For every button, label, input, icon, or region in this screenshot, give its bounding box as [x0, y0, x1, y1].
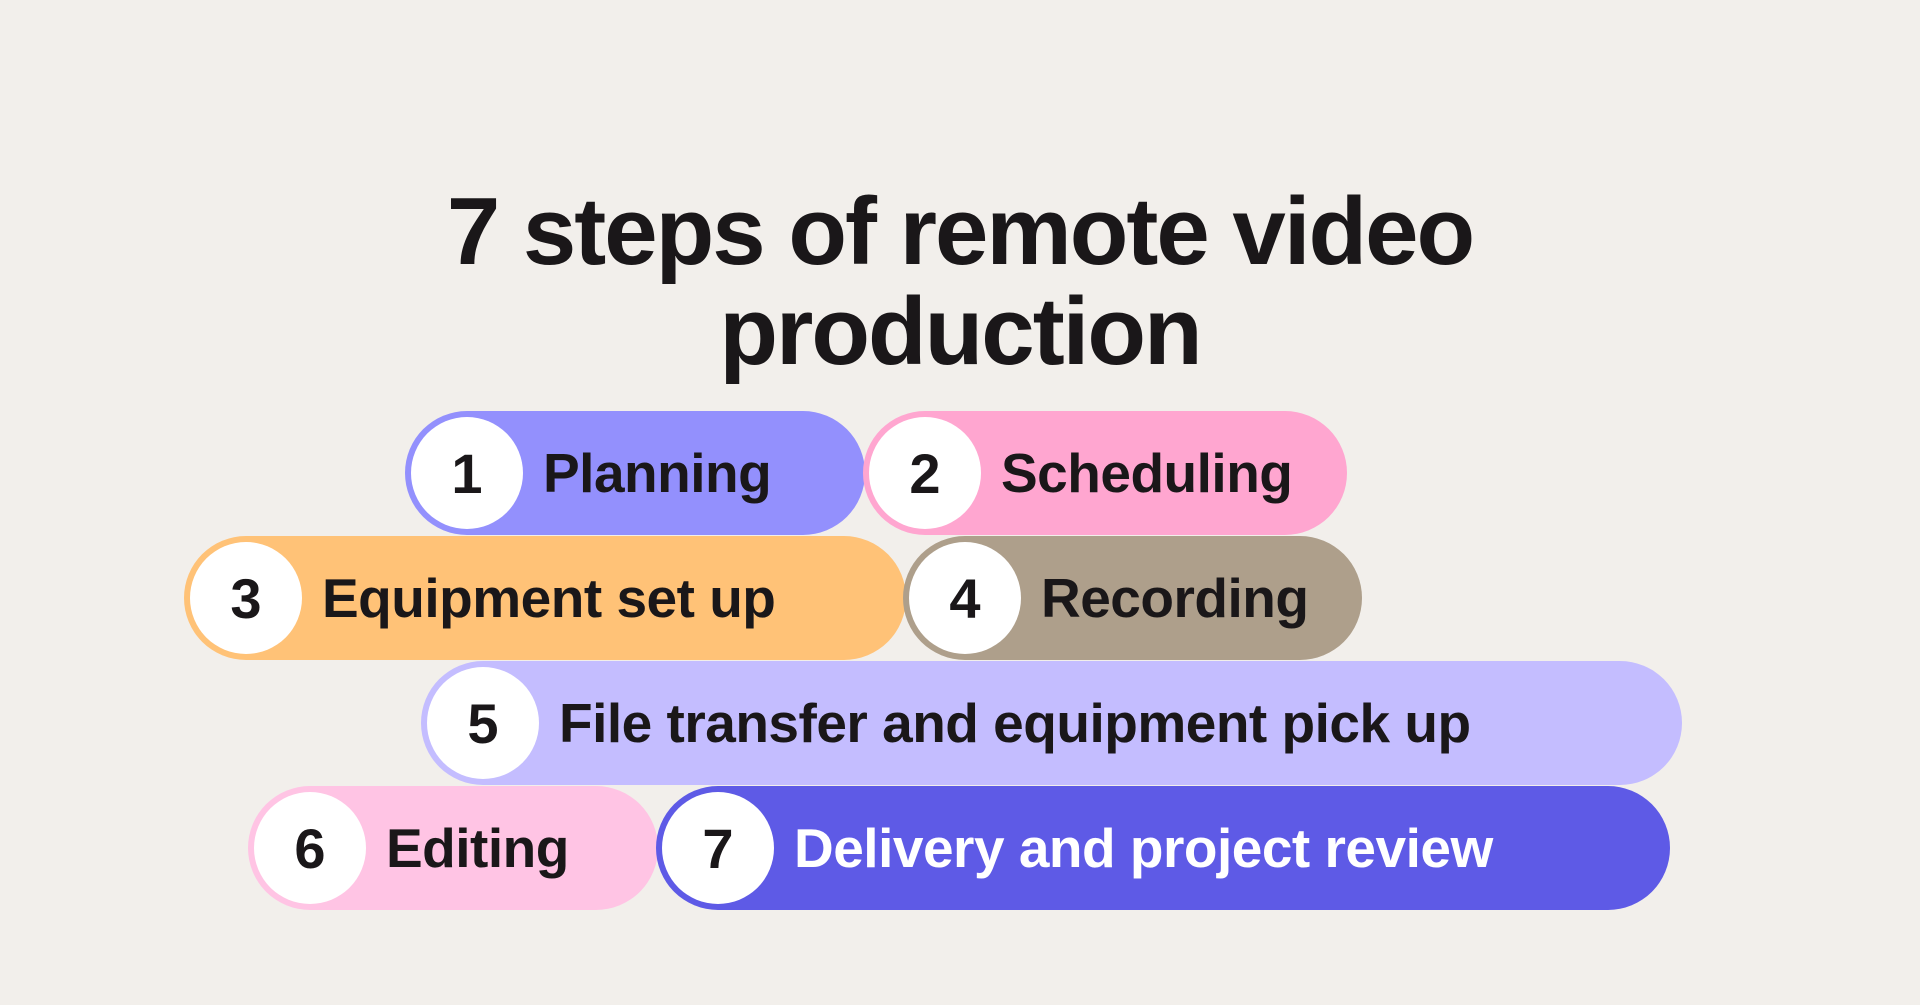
step-label: Recording	[1041, 567, 1309, 629]
step-label: Editing	[386, 817, 569, 879]
title-line-2: production	[719, 278, 1202, 386]
step-label: File transfer and equipment pick up	[559, 692, 1471, 754]
step-pill-7: 7 Delivery and project review	[656, 786, 1670, 910]
step-number-badge: 3	[190, 542, 302, 654]
step-pill-5: 5 File transfer and equipment pick up	[421, 661, 1682, 785]
step-pill-1: 1 Planning	[405, 411, 865, 535]
step-number-badge: 5	[427, 667, 539, 779]
step-pill-3: 3 Equipment set up	[184, 536, 906, 660]
step-number-badge: 6	[254, 792, 366, 904]
step-number-badge: 4	[909, 542, 1021, 654]
step-number-badge: 2	[869, 417, 981, 529]
step-pill-6: 6 Editing	[248, 786, 658, 910]
step-label: Scheduling	[1001, 442, 1293, 504]
step-label: Equipment set up	[322, 567, 776, 629]
step-number-badge: 1	[411, 417, 523, 529]
page-title: 7 steps of remote video production	[0, 182, 1920, 382]
step-label: Planning	[543, 442, 772, 504]
step-label: Delivery and project review	[794, 817, 1493, 879]
title-line-1: 7 steps of remote video	[446, 178, 1475, 286]
step-pill-4: 4 Recording	[903, 536, 1362, 660]
step-number-badge: 7	[662, 792, 774, 904]
step-pill-2: 2 Scheduling	[863, 411, 1347, 535]
